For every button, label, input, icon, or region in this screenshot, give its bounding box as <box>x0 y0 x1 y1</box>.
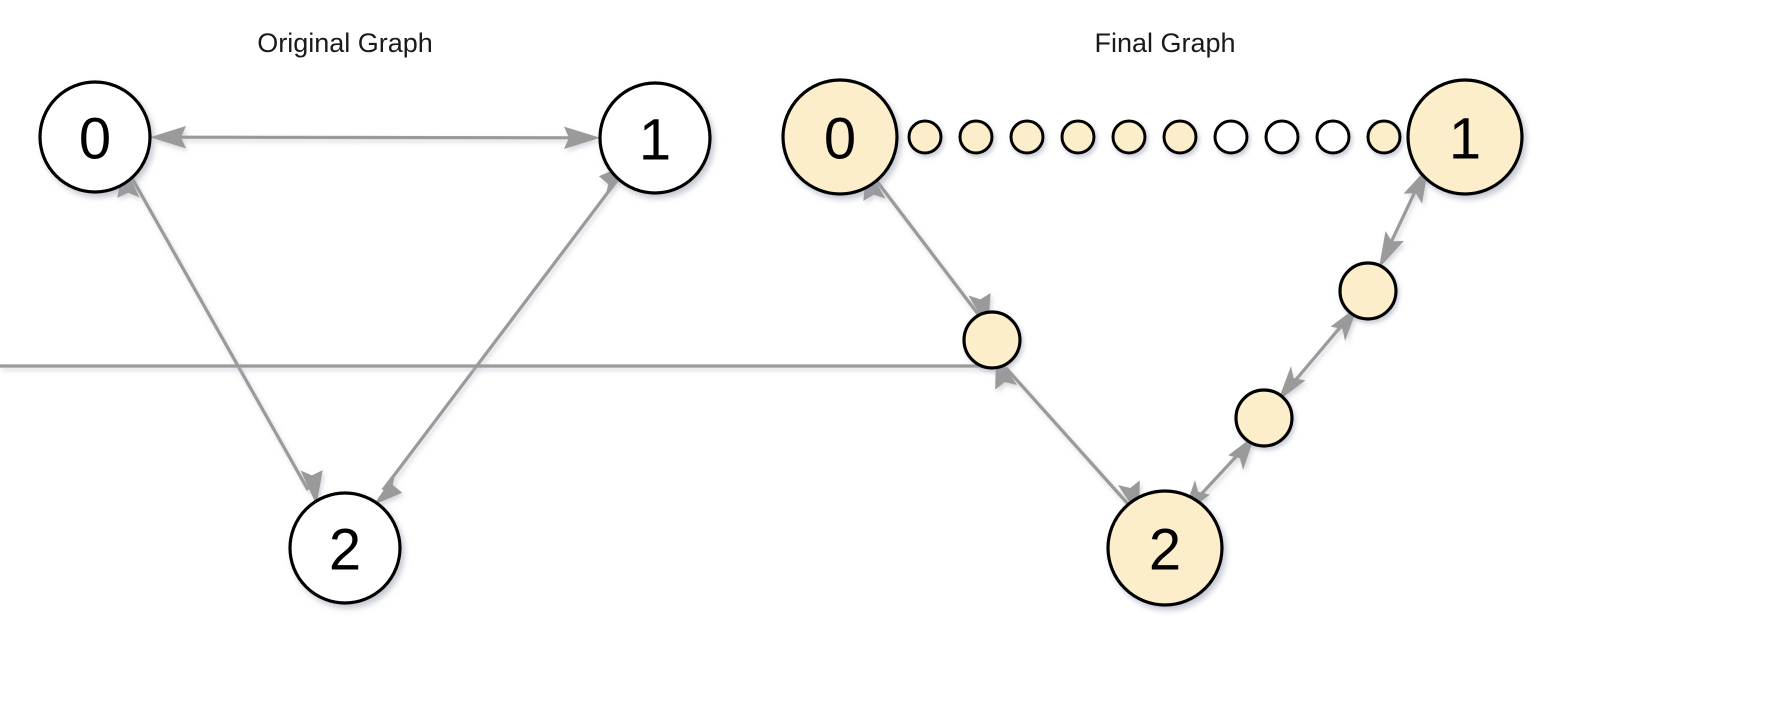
node-label-original-1: 1 <box>639 108 671 173</box>
chain-node-group-0-2 <box>962 310 1022 370</box>
chain-node-0-2-1[interactable] <box>962 310 1022 370</box>
node-group-final: 0 1 2 <box>781 78 1524 607</box>
arrow-head-icon <box>373 473 403 505</box>
chain-node-0-1-1[interactable] <box>907 119 943 155</box>
node-label-final-2: 2 <box>1149 518 1181 583</box>
arrow-head-icon <box>1228 435 1255 470</box>
node-label-original-2: 2 <box>329 518 361 583</box>
panel-original-graph: Original Graph <box>38 28 712 605</box>
edge-0-1 <box>150 126 600 149</box>
node-label-original-0: 0 <box>79 107 111 172</box>
chain-node-group-0-1 <box>907 119 1402 155</box>
arrow-head-icon <box>300 470 323 505</box>
edge-group-original <box>117 126 628 505</box>
edge-1-2 <box>373 164 628 505</box>
edge-group-final <box>0 165 1429 517</box>
node-final-2[interactable]: 2 <box>1106 489 1224 607</box>
chain-node-0-1-6[interactable] <box>1162 119 1198 155</box>
panel-title-original: Original Graph <box>257 28 433 58</box>
arrow-head-icon <box>1379 231 1404 268</box>
chain-node-0-1-8[interactable] <box>1264 119 1300 155</box>
node-label-final-0: 0 <box>824 107 856 172</box>
chain-node-1-2-2[interactable] <box>1234 388 1294 448</box>
arrow-head-icon <box>1278 366 1306 401</box>
node-original-0[interactable]: 0 <box>38 80 152 194</box>
node-original-1[interactable]: 1 <box>598 81 712 195</box>
chain-node-0-1-2[interactable] <box>958 119 994 155</box>
panel-final-graph: Final Graph <box>0 28 1524 607</box>
chain-node-0-1-10[interactable] <box>1366 119 1402 155</box>
panel-title-final: Final Graph <box>1094 28 1235 58</box>
chain-node-0-1-9[interactable] <box>1315 119 1351 155</box>
arrow-head-icon <box>564 126 600 149</box>
arrow-head-icon <box>150 126 186 149</box>
node-original-2[interactable]: 2 <box>288 491 402 605</box>
chain-node-0-1-3[interactable] <box>1009 119 1045 155</box>
edge-final-1-2 <box>1183 166 1429 515</box>
chain-node-group-1-2 <box>1234 261 1398 448</box>
edge-0-2 <box>117 163 323 505</box>
chain-node-0-1-5[interactable] <box>1111 119 1147 155</box>
chain-node-0-1-4[interactable] <box>1060 119 1096 155</box>
chain-node-0-1-7[interactable] <box>1213 119 1249 155</box>
node-group-original: 0 1 2 <box>38 80 712 605</box>
node-label-final-1: 1 <box>1449 107 1481 172</box>
chain-node-1-2-1[interactable] <box>1338 261 1398 321</box>
node-final-1[interactable]: 1 <box>1406 78 1524 196</box>
node-final-0[interactable]: 0 <box>781 78 899 196</box>
